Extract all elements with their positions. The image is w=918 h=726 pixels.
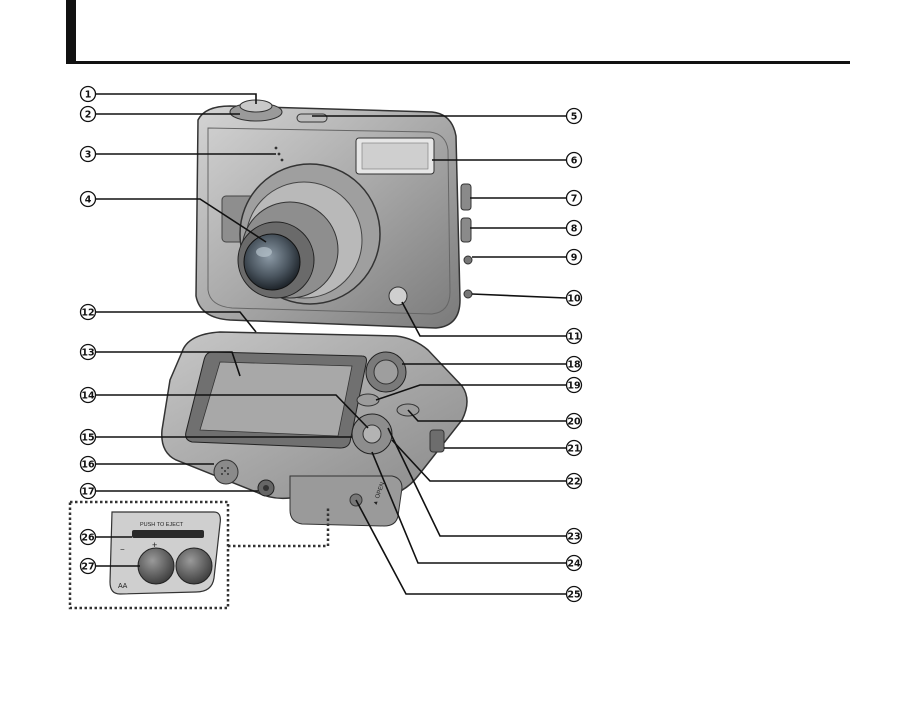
callout-16-label: 16 xyxy=(81,460,95,471)
callout-25: 25 xyxy=(565,585,583,603)
header-rule xyxy=(66,61,850,64)
callout-23: 23 xyxy=(565,527,583,545)
callout-10-label: 10 xyxy=(567,294,581,305)
callout-22: 22 xyxy=(565,472,583,490)
callout-6: 6 xyxy=(565,151,583,169)
callout-23-label: 23 xyxy=(567,532,580,543)
callout-9: 9 xyxy=(565,248,583,266)
callout-16: 16 xyxy=(79,455,97,473)
callout-4: 4 xyxy=(79,190,97,208)
callout-14-label: 14 xyxy=(81,391,95,402)
callout-19-label: 19 xyxy=(567,381,580,392)
callout-9-label: 9 xyxy=(571,253,578,264)
battery-type-label: AA xyxy=(118,583,128,590)
callout-2-label: 2 xyxy=(85,110,92,121)
page-header xyxy=(66,0,850,64)
callout-14: 14 xyxy=(79,386,97,404)
callout-7: 7 xyxy=(565,189,583,207)
callout-27: 27 xyxy=(79,557,97,575)
camera-front xyxy=(195,99,473,329)
callout-15: 15 xyxy=(79,428,97,446)
callout-13: 13 xyxy=(79,343,97,361)
callout-7-label: 7 xyxy=(571,194,578,205)
leader-lines xyxy=(96,93,567,595)
callout-3-label: 3 xyxy=(85,150,92,161)
callout-5: 5 xyxy=(565,107,583,125)
callout-5-label: 5 xyxy=(571,112,578,123)
callout-21: 21 xyxy=(565,439,583,457)
memory-card-slot-label: PUSH TO EJECT xyxy=(140,522,184,528)
callout-26-label: 26 xyxy=(81,533,95,544)
battery-plus-mark: + xyxy=(152,540,157,550)
leader-23 xyxy=(387,427,566,537)
callout-24: 24 xyxy=(565,554,583,572)
callout-11: 11 xyxy=(565,327,583,345)
leader-10 xyxy=(471,293,567,299)
leader-20 xyxy=(407,409,566,422)
leader-1 xyxy=(96,93,257,104)
leader-14 xyxy=(96,394,369,429)
callout-12: 12 xyxy=(79,303,97,321)
leader-12 xyxy=(96,311,257,333)
callout-22-label: 22 xyxy=(567,477,580,488)
callout-17-label: 17 xyxy=(81,487,94,498)
leader-19 xyxy=(375,384,566,401)
callout-2: 2 xyxy=(79,105,97,123)
callout-26: 26 xyxy=(79,528,97,546)
callout-18: 18 xyxy=(565,355,583,373)
callout-8: 8 xyxy=(565,219,583,237)
callout-18-label: 18 xyxy=(567,360,581,371)
callout-4-label: 4 xyxy=(85,195,92,206)
callout-17: 17 xyxy=(79,482,97,500)
callout-markers: 1 2 3 4 5 6 7 8 9 10 11 12 13 14 15 xyxy=(79,85,583,603)
callout-11-label: 11 xyxy=(567,332,580,343)
callout-12-label: 12 xyxy=(81,308,94,319)
leader-4 xyxy=(96,198,267,243)
header-accent-bar xyxy=(66,0,76,64)
callout-24-label: 24 xyxy=(567,559,581,570)
callout-8-label: 8 xyxy=(571,224,578,235)
callout-25-label: 25 xyxy=(567,590,580,601)
callout-13-label: 13 xyxy=(81,348,94,359)
callout-20-label: 20 xyxy=(567,417,581,428)
callout-6-label: 6 xyxy=(571,156,578,167)
leader-24 xyxy=(371,451,566,564)
callout-10: 10 xyxy=(565,289,583,307)
callout-3: 3 xyxy=(79,145,97,163)
callout-15-label: 15 xyxy=(81,433,94,444)
callout-21-label: 21 xyxy=(567,444,580,455)
leader-13 xyxy=(96,351,241,377)
leader-22 xyxy=(391,439,566,482)
battery-minus-mark: − xyxy=(120,545,125,554)
battery-compartment-inset: PUSH TO EJECT + − AA xyxy=(68,500,330,610)
leader-25 xyxy=(355,499,566,595)
leader-11 xyxy=(401,301,566,337)
callout-27-label: 27 xyxy=(81,562,94,573)
callout-20: 20 xyxy=(565,412,583,430)
callout-1-label: 1 xyxy=(85,90,92,101)
camera-back: ▲ OPEN xyxy=(161,331,468,527)
callout-19: 19 xyxy=(565,376,583,394)
callout-1: 1 xyxy=(79,85,97,103)
